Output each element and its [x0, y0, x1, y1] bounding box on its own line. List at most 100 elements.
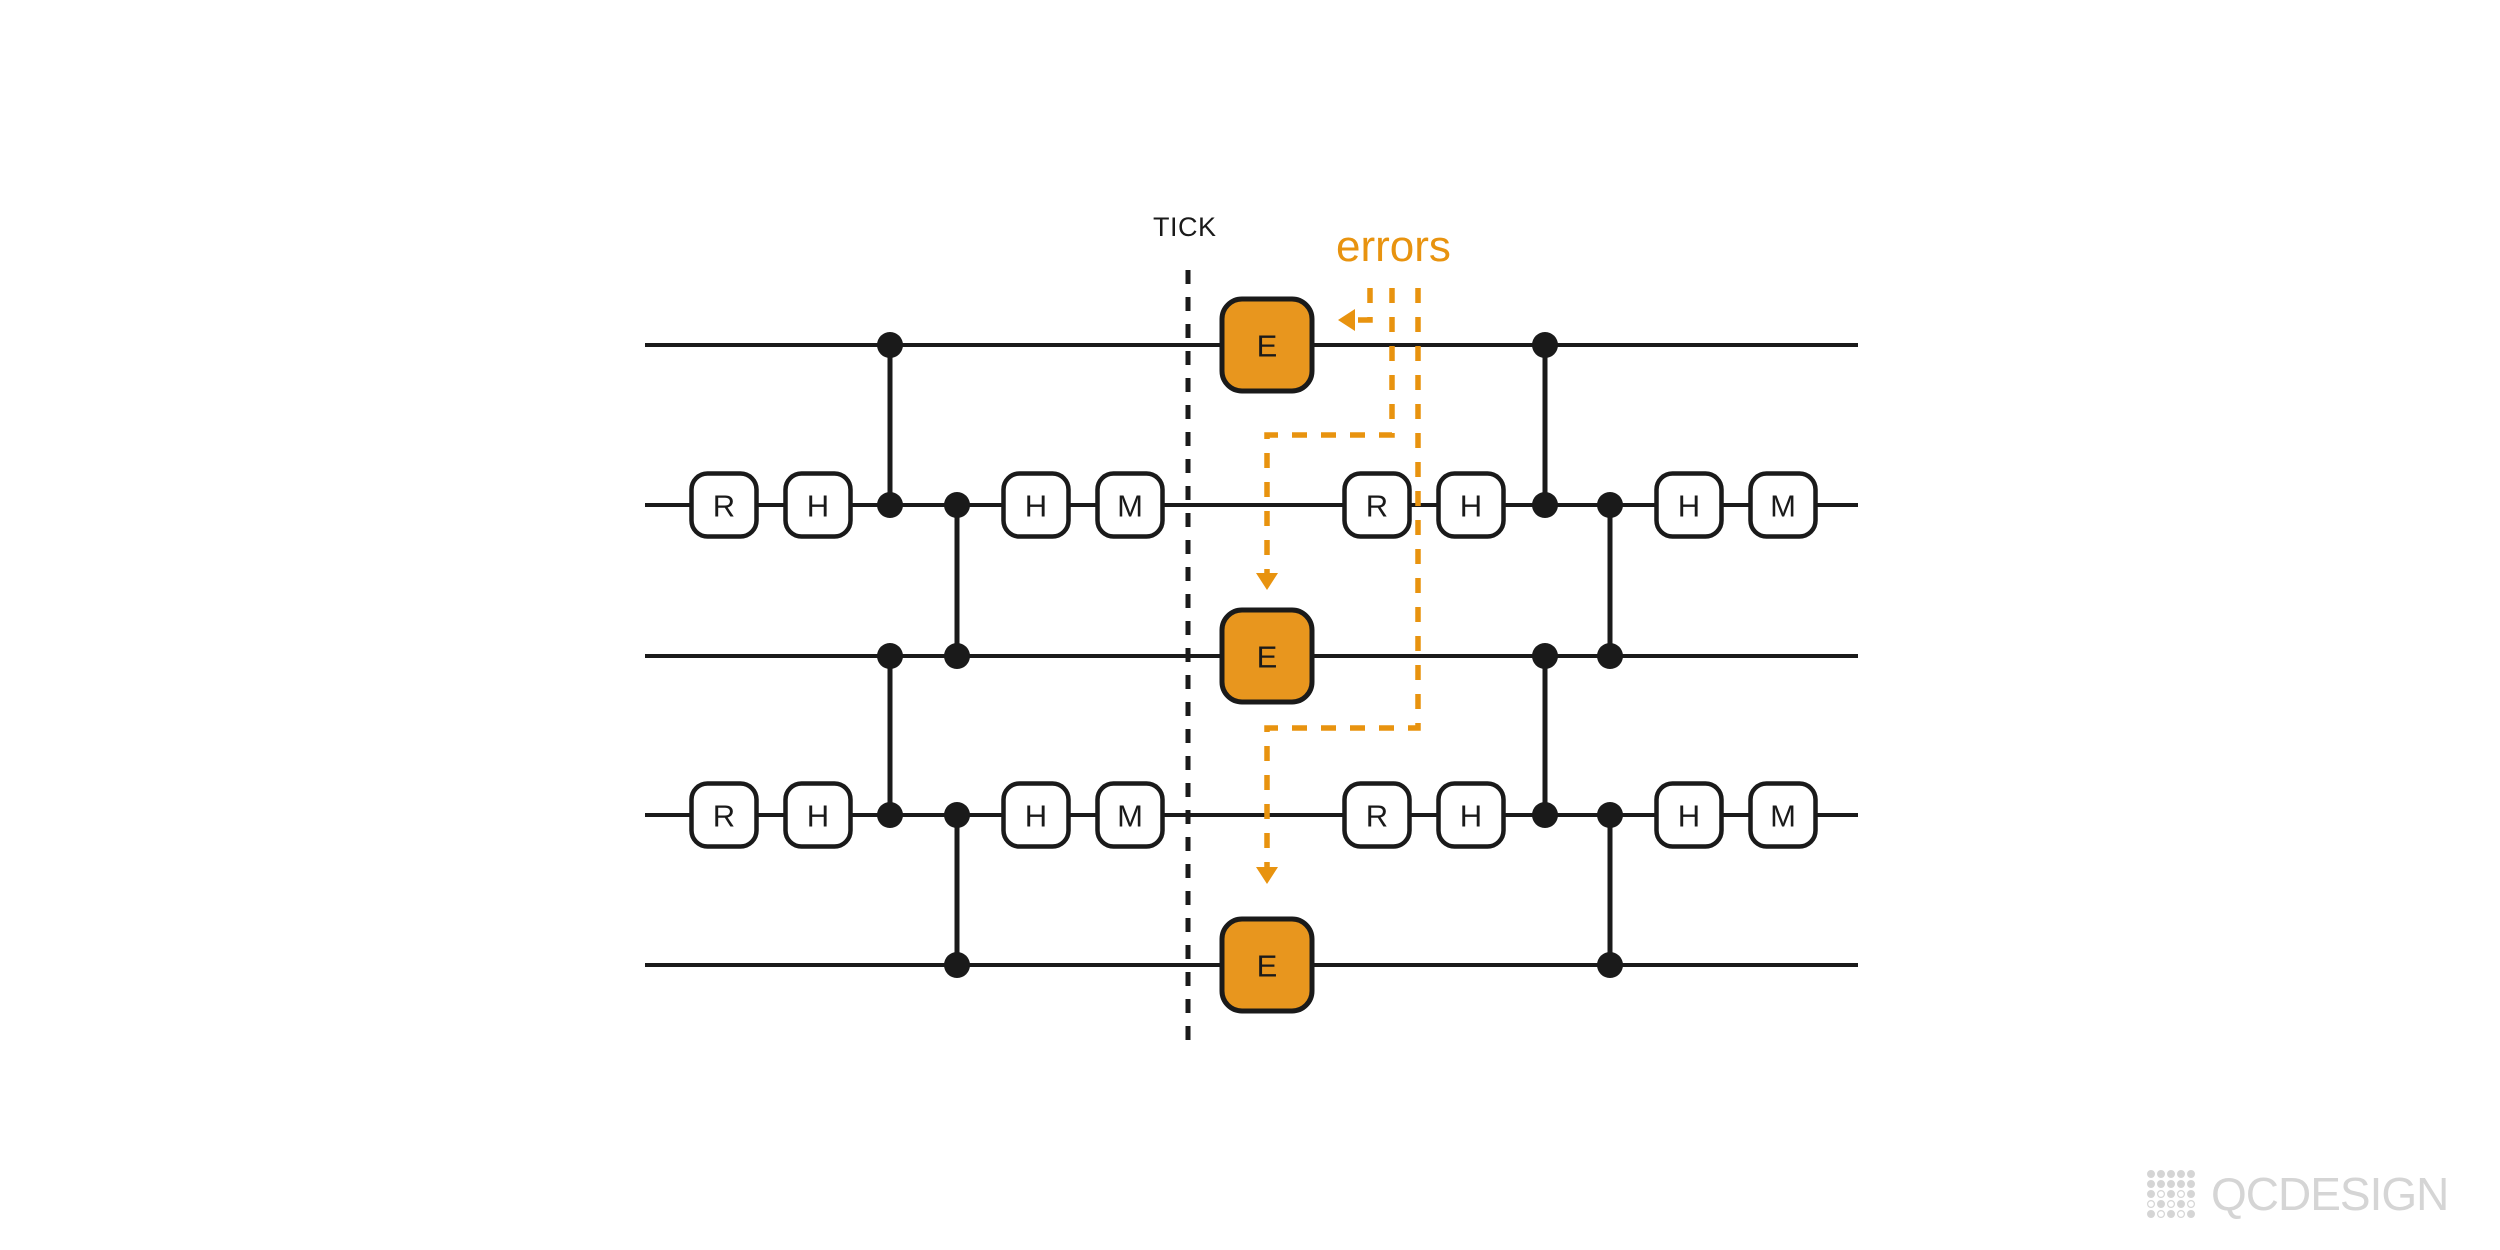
control-dot: [877, 492, 903, 518]
error-gate-1[interactable]: E: [1219, 607, 1315, 705]
gate-h-left-1[interactable]: H: [783, 471, 853, 539]
gate-label: H: [807, 489, 829, 524]
gate-r-right-0[interactable]: R: [1342, 471, 1412, 539]
gate-label: H: [1460, 799, 1482, 834]
logo-dot: [2167, 1209, 2176, 1218]
logo-wordmark: QCDESIGN: [2211, 1168, 2449, 1220]
gate-label: M: [1770, 799, 1796, 834]
error-gate-0[interactable]: E: [1219, 296, 1315, 394]
gate-r-right-4[interactable]: R: [1342, 781, 1412, 849]
gate-h-left-5[interactable]: H: [783, 781, 853, 849]
error-arrow-d2: [1256, 288, 1395, 590]
gate-box[interactable]: [1748, 781, 1818, 849]
gate-h-right-1[interactable]: H: [1436, 471, 1506, 539]
gate-label: R: [1366, 799, 1388, 834]
coupler-left-2: [877, 643, 903, 828]
control-dot: [1597, 492, 1623, 518]
logo-dot: [2157, 1180, 2166, 1189]
logo-dot: [2157, 1209, 2166, 1218]
logo-dot: [2186, 1169, 2195, 1179]
control-dot: [944, 643, 970, 669]
gate-h-right-5[interactable]: H: [1436, 781, 1506, 849]
gate-label: H: [807, 799, 829, 834]
gate-r-left-0[interactable]: R: [689, 471, 759, 539]
logo-dot: [2167, 1180, 2176, 1189]
control-dot: [1532, 332, 1558, 358]
gate-box[interactable]: [1342, 471, 1412, 539]
gate-box[interactable]: [1342, 781, 1412, 849]
coupler-right-1: [1597, 492, 1623, 669]
coupler-right-2: [1532, 643, 1558, 828]
gate-m-right-3[interactable]: M: [1748, 471, 1818, 539]
gate-box[interactable]: [783, 471, 853, 539]
gate-h-left-6[interactable]: H: [1001, 781, 1071, 849]
gate-m-right-7[interactable]: M: [1748, 781, 1818, 849]
logo-dot: [2186, 1190, 2195, 1199]
control-dot: [1532, 492, 1558, 518]
gate-h-right-6[interactable]: H: [1654, 781, 1724, 849]
gate-box[interactable]: [1001, 781, 1071, 849]
error-gate-label: E: [1257, 640, 1278, 675]
gate-label: M: [1117, 489, 1143, 524]
logo-dot: [2176, 1209, 2185, 1218]
gate-label: R: [713, 799, 735, 834]
control-dot: [1532, 802, 1558, 828]
gate-label: H: [1025, 799, 1047, 834]
logo-dot: [2157, 1169, 2166, 1179]
control-dot: [1597, 952, 1623, 978]
gate-box[interactable]: [1001, 471, 1071, 539]
control-dot: [877, 332, 903, 358]
error-arrows-layer: [1256, 288, 1421, 884]
gate-box[interactable]: [1095, 471, 1165, 539]
control-dot: [877, 802, 903, 828]
logo-dot: [2157, 1190, 2166, 1199]
error-gate-box[interactable]: [1219, 916, 1315, 1014]
gate-label: H: [1025, 489, 1047, 524]
error-gate-box[interactable]: [1219, 607, 1315, 705]
tick-label: TICK: [1153, 212, 1217, 242]
gate-m-left-3[interactable]: M: [1095, 471, 1165, 539]
logo-dot: [2167, 1169, 2176, 1179]
error-gate-label: E: [1257, 329, 1278, 364]
dot-matrix-icon: [2146, 1169, 2195, 1218]
gate-box[interactable]: [1748, 471, 1818, 539]
couplers-layer: [877, 332, 1623, 978]
error-gate-2[interactable]: E: [1219, 916, 1315, 1014]
logo-dot: [2176, 1190, 2185, 1199]
control-dot: [1532, 643, 1558, 669]
logo-dot: [2146, 1180, 2156, 1189]
gate-h-left-2[interactable]: H: [1001, 471, 1071, 539]
gate-h-right-2[interactable]: H: [1654, 471, 1724, 539]
error-arrowhead: [1256, 867, 1278, 884]
gate-box[interactable]: [1095, 781, 1165, 849]
gate-label: H: [1678, 489, 1700, 524]
gate-box[interactable]: [689, 781, 759, 849]
gate-box[interactable]: [1654, 781, 1724, 849]
gate-box[interactable]: [689, 471, 759, 539]
error-gate-box[interactable]: [1219, 296, 1315, 394]
gate-m-left-7[interactable]: M: [1095, 781, 1165, 849]
gate-box[interactable]: [1436, 781, 1506, 849]
gate-label: R: [1366, 489, 1388, 524]
gate-r-left-4[interactable]: R: [689, 781, 759, 849]
logo-dot: [2167, 1190, 2176, 1199]
gate-box[interactable]: [1654, 471, 1724, 539]
gate-label: M: [1770, 489, 1796, 524]
gate-box[interactable]: [783, 781, 853, 849]
logo-dot: [2176, 1169, 2185, 1179]
coupler-left-3: [944, 802, 970, 978]
gate-box[interactable]: [1436, 471, 1506, 539]
control-dot: [877, 643, 903, 669]
errors-label: errors: [1336, 222, 1451, 271]
logo-dot: [2157, 1199, 2166, 1208]
coupler-left-0: [877, 332, 903, 518]
gate-label: H: [1678, 799, 1700, 834]
error-gate-label: E: [1257, 949, 1278, 984]
logo-dot: [2176, 1180, 2185, 1189]
logo-dot: [2146, 1169, 2156, 1179]
control-dot: [944, 802, 970, 828]
control-dot: [944, 952, 970, 978]
control-dot: [1597, 802, 1623, 828]
error-arrow-path: [1264, 288, 1395, 578]
